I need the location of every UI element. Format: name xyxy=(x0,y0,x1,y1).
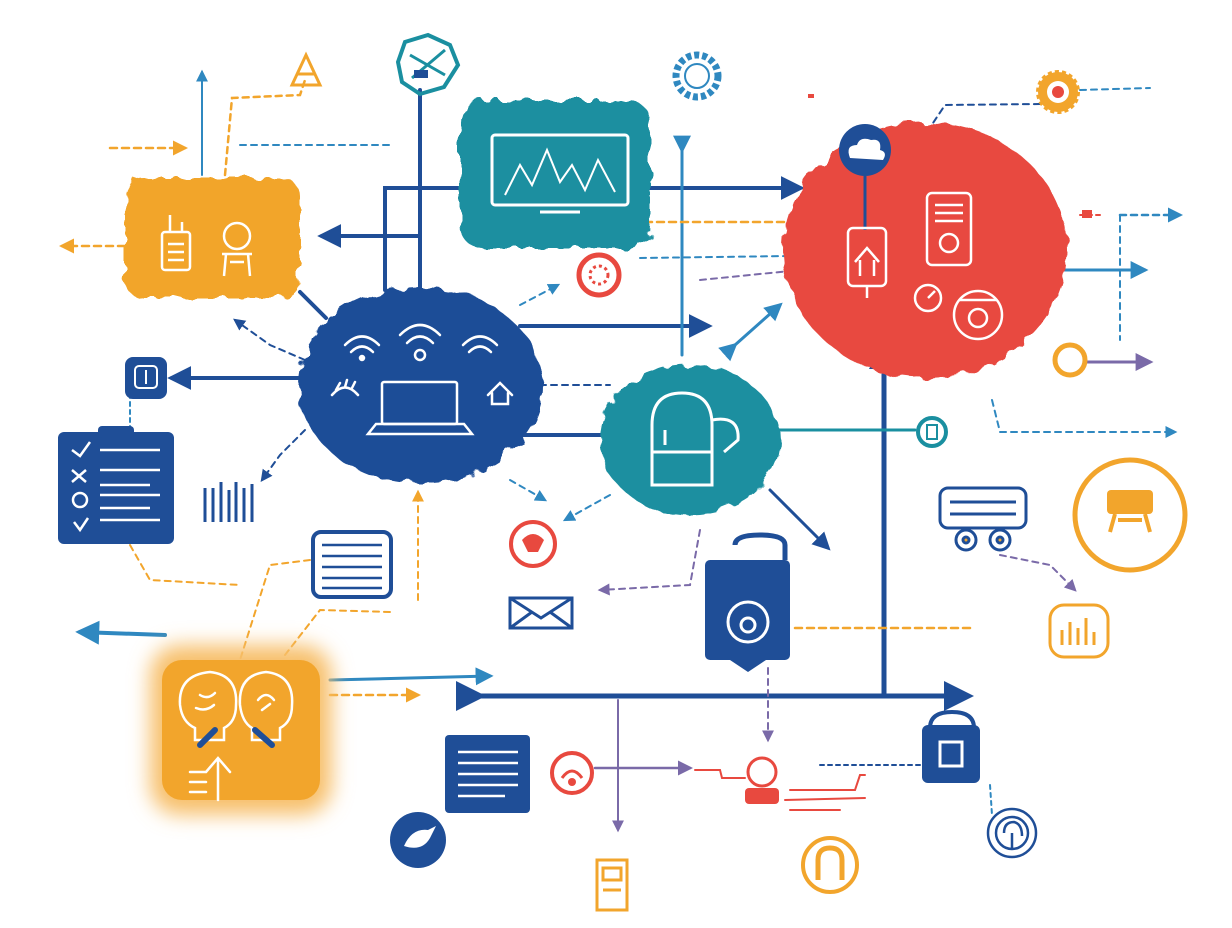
fingerprint-icon xyxy=(986,807,1038,859)
connector-purple-mid-2 xyxy=(639,255,791,259)
connector-brain-out-right xyxy=(328,667,494,686)
gear-icon xyxy=(576,252,622,298)
connector-security-left-down xyxy=(562,494,611,522)
monitor-icon xyxy=(490,133,630,214)
sun-icon xyxy=(1052,342,1088,378)
connector-security-down xyxy=(768,488,831,551)
barcode-icon xyxy=(203,482,254,522)
hand-icon xyxy=(330,378,360,397)
connector-network-down-dash xyxy=(260,429,306,482)
house-icon xyxy=(854,246,880,276)
arrow-up-icon xyxy=(188,756,232,802)
truck-icon xyxy=(938,486,1028,552)
connector-circuit-red xyxy=(694,769,866,811)
connector-lock-bottom xyxy=(989,784,993,816)
battery-icon xyxy=(125,357,167,399)
connector-truck-dash xyxy=(999,554,1077,592)
lock-icon xyxy=(922,709,980,783)
camera-icon xyxy=(952,289,1004,341)
monitor-panel xyxy=(460,100,650,248)
wifi-icon xyxy=(398,323,442,362)
phone-icon xyxy=(846,226,888,298)
connectors xyxy=(59,69,1183,833)
checklist-icon xyxy=(58,426,174,544)
laptop-icon xyxy=(365,380,475,436)
chair-icon xyxy=(222,221,252,277)
connector-brain-up xyxy=(284,608,391,656)
door-icon xyxy=(801,836,859,894)
connector-circuit-dash xyxy=(214,559,311,701)
note-icon xyxy=(445,735,530,813)
connector-device-to-network xyxy=(298,290,328,320)
brain-icon xyxy=(178,670,238,742)
radio-icon xyxy=(160,215,192,272)
connector-checklist-dash xyxy=(129,544,241,586)
warning-icon xyxy=(289,51,323,87)
lock-icon xyxy=(650,391,740,487)
tablet-icon xyxy=(925,191,973,267)
connector-brain-out-left xyxy=(75,620,167,645)
lamp-icon xyxy=(395,32,461,97)
brain-panel xyxy=(150,645,332,815)
user-icon xyxy=(745,756,779,804)
chart-icon xyxy=(1048,603,1110,659)
connector-purple-mid xyxy=(699,269,801,281)
brain-icon xyxy=(238,670,294,742)
wifi-icon xyxy=(343,335,381,362)
sun-icon xyxy=(1036,70,1080,114)
chart-icon xyxy=(504,147,616,196)
battery-icon xyxy=(916,416,948,448)
gauge-icon xyxy=(913,283,943,313)
circuit-icon xyxy=(311,530,393,599)
device-panel xyxy=(125,178,300,298)
connector-network-down-right xyxy=(509,479,548,502)
wifi-icon xyxy=(461,335,499,354)
connector-warning-path xyxy=(223,78,307,177)
cloud-icon xyxy=(839,124,891,230)
house-icon xyxy=(486,381,514,406)
hand-icon xyxy=(197,727,275,748)
eye-icon xyxy=(726,600,770,644)
connector-security-lower-dash xyxy=(597,529,701,596)
connector-gear-right xyxy=(1079,87,1151,91)
connector-diag-teal xyxy=(718,302,783,362)
network-hub xyxy=(298,287,542,483)
gear-icon xyxy=(672,51,722,101)
red-marker xyxy=(1082,210,1092,218)
red-marker xyxy=(808,94,814,98)
connector-gear-dash xyxy=(914,103,1041,151)
document-icon xyxy=(705,532,790,672)
door-icon xyxy=(595,858,629,912)
mail-icon xyxy=(508,596,574,630)
connector-network-left-dash xyxy=(233,318,306,361)
robot-icon xyxy=(1072,457,1188,573)
recycle-icon xyxy=(509,520,557,568)
connector-network-to-monitor xyxy=(383,176,805,292)
bird-icon xyxy=(390,812,446,868)
connector-network-up-dash xyxy=(519,283,561,306)
security-hub xyxy=(600,365,780,515)
connector-network-lower-right xyxy=(991,399,1178,438)
smart-home-hub xyxy=(783,122,1067,378)
speaker-icon xyxy=(550,751,594,795)
